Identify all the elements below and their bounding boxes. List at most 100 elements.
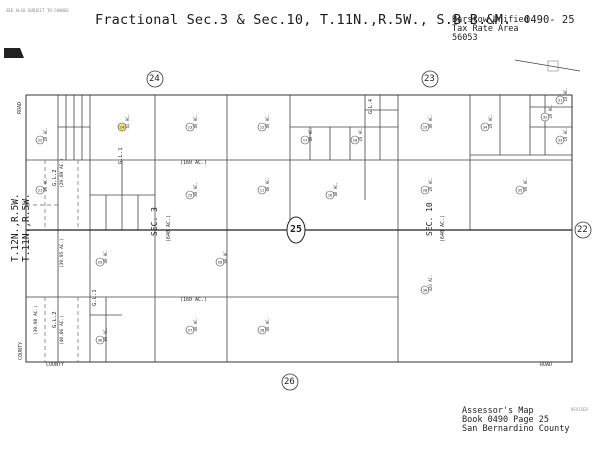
parcel-circle[interactable] [95,335,105,345]
acreage-note: (640 AC.) [440,214,446,242]
parcel-acreage: 40 AC. [265,114,270,128]
parcel-number: 27 [188,328,193,333]
township-label-1: T.12N.,R.5W. [10,193,21,262]
section-boundary [25,94,573,363]
parcel-number: 35 [518,188,523,193]
parcel-circle[interactable] [325,190,335,200]
parcel-number: 34 [483,125,488,130]
parcel-number: 30 [423,288,428,293]
parcel-circle[interactable] [35,135,45,145]
parcel-number: 28 [260,328,265,333]
parcel-number: 26 [218,260,223,265]
acreage-note: (640 AC.) [166,214,172,242]
parcel-circle[interactable] [480,122,490,132]
acreage-note: (39.95 AC.) [60,238,65,268]
footer-block: Assessor's Map Book 0490 Page 25 San Ber… [462,407,569,434]
parcel-acreage: 20 AC. [548,104,553,118]
parcel-acreage: 40 AC. [333,182,338,196]
parcel-circle[interactable] [350,135,360,145]
parcel-number: 21 [38,188,43,193]
map-title: Fractional Sec.3 & Sec.10, T.11N.,R.5W.,… [95,12,512,28]
lot-gl1-bottom: G.L.1 [92,289,98,306]
parcel-circle[interactable] [185,325,195,335]
lot-gl2-top: G.L.2 [52,169,58,186]
parcel-acreage: 20 AC. [428,177,433,191]
footer-line-3: San Bernardino County [462,424,570,434]
township-label: T.12N.,R.5W. T.11N.,R.5W. [10,193,32,262]
section-3-label: SEC. 3 [150,207,159,236]
parcel-number: 33 [558,138,563,143]
parcel-number: 17 [303,138,308,143]
parcel-number: 12 [260,125,265,130]
parcel-acreage: 10 AC. [563,127,568,141]
parcel-circle[interactable] [420,185,430,195]
parcel-circle[interactable] [35,185,45,195]
dashed-lot-lines [26,160,123,362]
county-road-label-left: COUNTY [18,341,24,360]
parcel-acreage: 20 AC. [488,114,493,128]
parcel-number: 18 [353,138,358,143]
parcel-circle[interactable] [540,112,550,122]
neighbor-page-circles [146,70,592,391]
map-symbol-icon [4,48,24,58]
parcel-acreage: 40 AC. [193,317,198,331]
tax-rate-area-block: Barstow Unified Tax Rate Area 56053 [452,16,529,43]
neighbor-page-top-right[interactable]: 23 [424,74,435,84]
lot-gl4: G.L.4 [368,98,374,114]
parcel-acreage: 20 AC. [43,127,48,141]
parcel-circle[interactable] [300,135,310,145]
parcel-acreage: 80 AC. [223,249,228,263]
acreage-note: (29.89 AC.) [60,158,65,188]
page-number: 0490- 25 [524,14,575,26]
parcel-number: 22 [38,138,43,143]
parcel-number: 14 [120,125,125,130]
tax-area-line-2: Tax Rate Area [452,24,519,34]
parcel-acreage: 40 AC. [428,114,433,128]
parcel-number: 32 [543,115,548,120]
parcel-circle[interactable] [420,285,430,295]
parcel-circle[interactable] [257,185,267,195]
parcel-circle[interactable] [555,95,565,105]
parcel-acreage: 20 AC. [358,127,363,141]
parcel-acreage: 40 AC. [103,249,108,263]
parcel-number: 19 [423,125,428,130]
parcel-circle[interactable] [185,122,195,132]
parcel-number: 29 [98,260,103,265]
acreage-note: (160 AC.) [180,297,208,303]
parcel-number: 11 [260,188,265,193]
parcel-circle[interactable] [95,257,105,267]
parcel-circle[interactable] [420,122,430,132]
parcel-number: 16 [328,193,333,198]
parcel-number: 36 [98,338,103,343]
parcel-number: 31 [558,98,563,103]
neighbor-page-bottom[interactable]: 26 [284,377,295,387]
corner-note: SEE ALSO SUBJECT TO CHANGE [6,8,69,13]
parcel-circle[interactable] [117,122,127,132]
neighbor-page-top-left[interactable]: 24 [149,74,160,84]
section-10-label: SEC. 10 [425,202,434,236]
highway-25-shield [286,216,306,244]
county-road-label-bottom: COUNTY [46,362,65,368]
parcel-circle[interactable] [215,257,225,267]
parcel-circle[interactable] [555,135,565,145]
lot-gl1-top: G.L.1 [118,147,124,164]
parcel-acreage: 41 AC. [125,114,130,128]
township-label-2: T.11N.,R.5W. [21,193,32,262]
parcel-acreage: 40 AC. [193,114,198,128]
parcel-circle[interactable] [515,185,525,195]
highway-number: 25 [290,224,303,235]
parcel-circle[interactable] [257,325,267,335]
parcel-acreage: 40 AC. [308,127,313,141]
parcel-circles [35,95,565,345]
parcel-circle[interactable] [257,122,267,132]
neighbor-page-right[interactable]: 22 [577,225,588,235]
footer-line-2: Book 0490 Page 25 [462,415,549,425]
road-label-bottom: ROAD [540,362,553,368]
tax-area-line-3: 56053 [452,33,478,43]
parcel-acreage: 40 AC. [265,177,270,191]
revision-stamp: REVISED [571,407,588,412]
tax-area-line-1: Barstow Unified [452,15,529,25]
parcel-acreage: 80 AC. [193,182,198,196]
parcel-circle[interactable] [185,190,195,200]
